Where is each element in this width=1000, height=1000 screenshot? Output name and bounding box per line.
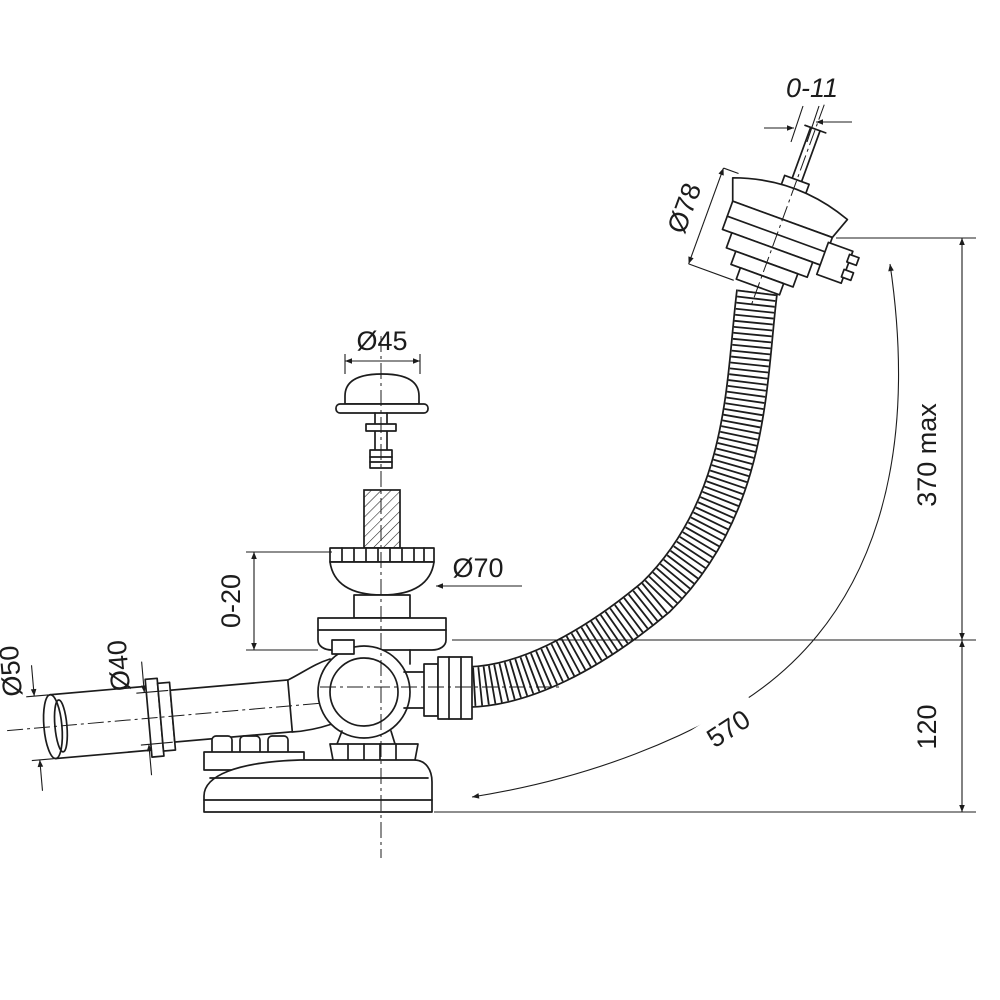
- dim-base-height: 120: [912, 704, 942, 749]
- dim-outlet-diameter: Ø50: [0, 644, 28, 697]
- overflow-cap: [731, 176, 849, 239]
- flexible-hose: [466, 289, 778, 708]
- trap-assembly: [203, 639, 473, 813]
- threaded-stud: [363, 489, 401, 549]
- dim-height-max: 370 max: [912, 403, 942, 507]
- plug-stack: Ø45 Ø70 0-20: [216, 326, 522, 651]
- dim-pipe-diameter: Ø40: [102, 639, 136, 692]
- overflow-travel-dimension: 0-11: [764, 73, 852, 143]
- hose-nut: [437, 656, 473, 720]
- centerlines: [320, 336, 560, 858]
- plug-cap: [344, 373, 420, 405]
- dim-flange-travel: 0-20: [216, 574, 246, 628]
- dim-plug-diameter: Ø45: [356, 326, 407, 356]
- drain-base: [203, 759, 433, 813]
- outlet-pipe: Ø50 Ø40: [0, 639, 330, 791]
- waste-flange-ring: [329, 547, 435, 563]
- dim-overflow-travel: 0-11: [786, 73, 838, 103]
- dim-flange-diameter: Ø70: [452, 553, 503, 583]
- dim-overflow-diameter: Ø78: [662, 179, 708, 237]
- trap-body: [317, 645, 411, 739]
